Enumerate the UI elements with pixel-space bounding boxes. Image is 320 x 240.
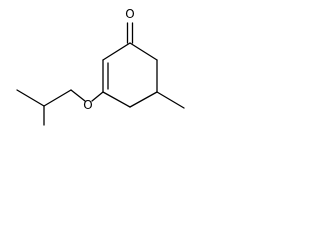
bond-c6-c1 (129, 42, 158, 61)
atom-label-ether-oxygen: O (83, 98, 92, 112)
bond-oxygen-ch2 (70, 89, 86, 102)
bond-c3-oxygen (91, 91, 104, 102)
bond-ch-ch3a (16, 89, 45, 107)
bond-c1-c2 (102, 42, 131, 61)
molecule-structure: O O (16, 7, 185, 126)
bond-ch2-ch (43, 89, 72, 107)
bond-methyl (156, 91, 185, 109)
bond-c3-c4 (102, 91, 131, 108)
bond-c4-c5 (129, 91, 158, 108)
atom-label-carbonyl-oxygen: O (125, 7, 134, 21)
